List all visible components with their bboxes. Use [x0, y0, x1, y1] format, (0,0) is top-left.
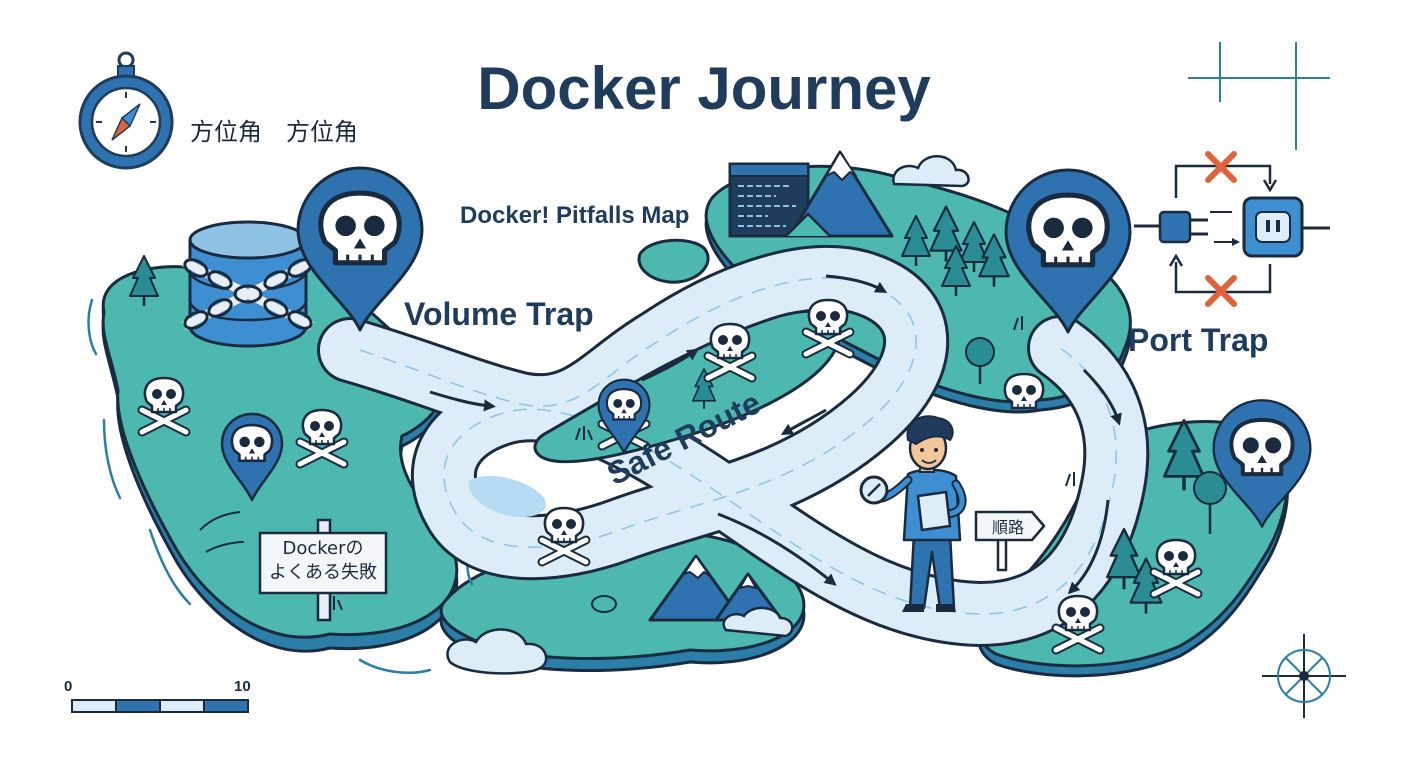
database-icon	[188, 220, 308, 348]
grass-marks	[199, 316, 1075, 611]
route-arrows	[429, 274, 1122, 595]
scale-max-label: 10	[234, 678, 251, 695]
compass-icon	[78, 51, 174, 170]
scale-bar	[71, 699, 249, 713]
map-subtitle: Docker! Pitfalls Map	[460, 202, 690, 229]
safe-route-path	[317, 245, 1150, 647]
volume-trap-label: Volume Trap	[404, 296, 594, 332]
socket-icon	[1242, 196, 1330, 258]
sign-board-frame	[258, 518, 388, 622]
cross-mark-icon	[1205, 151, 1237, 307]
compass-rose-icon	[1262, 634, 1346, 718]
port-diagram	[1134, 151, 1330, 307]
port-trap-label: Port Trap	[1128, 322, 1269, 358]
chain-icon	[181, 257, 315, 331]
plug-icon	[1134, 210, 1208, 244]
terminal-window-icon	[728, 162, 810, 238]
islet	[591, 238, 710, 613]
cloud-icon	[446, 155, 970, 675]
traveler-icon	[859, 415, 967, 612]
lake	[468, 476, 546, 518]
signpost-text: 順路	[991, 518, 1024, 537]
sign-board-text: Dockerの よくある失敗	[269, 538, 377, 583]
scale-min-label: 0	[64, 678, 73, 695]
grid-lines	[1188, 42, 1330, 150]
round-tree-icon	[965, 337, 1227, 534]
signpost-icon	[974, 510, 1046, 572]
compass-caption: 方位角 方位角	[190, 118, 358, 146]
page-title: Docker Journey	[477, 55, 931, 122]
